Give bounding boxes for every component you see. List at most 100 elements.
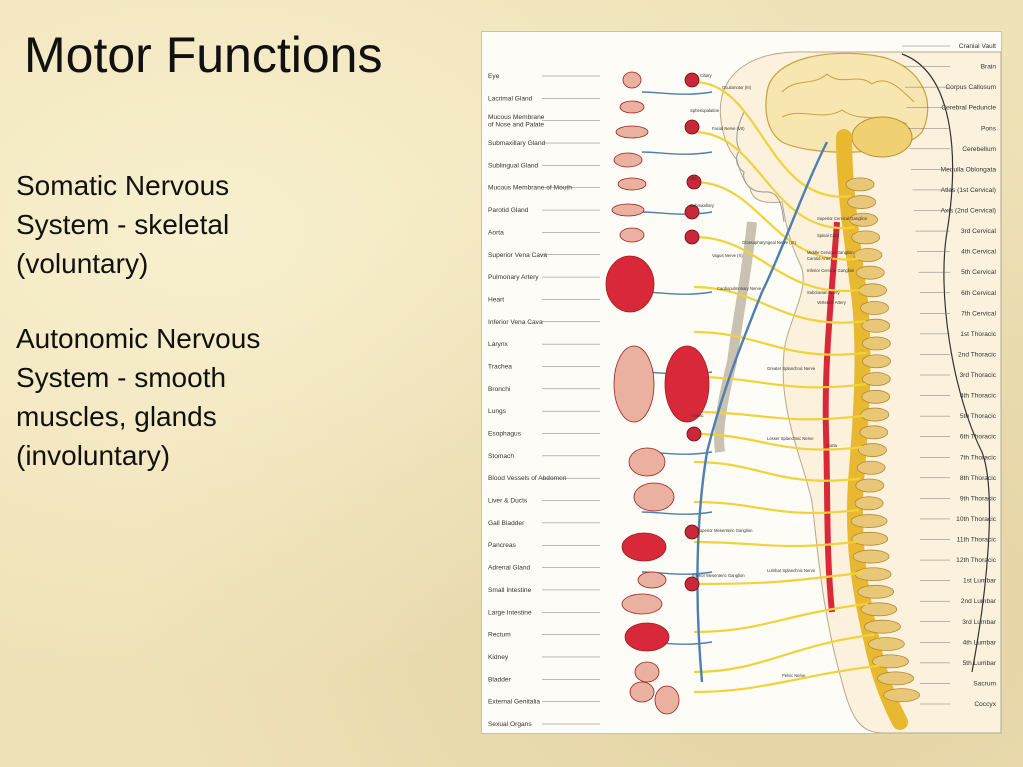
- right-label-2nd-lumbar: 2nd Lumbar: [961, 598, 997, 605]
- sympathetic-nerve: [693, 410, 865, 421]
- left-label-external-genitalia: External Genitalia: [488, 699, 540, 706]
- left-label-superior-vena-cava: Superior Vena Cava: [488, 252, 547, 259]
- aorta-vessel: [822, 221, 840, 613]
- vertebra: [860, 602, 898, 617]
- anatomy-drawing: [605, 51, 1001, 733]
- organ: [637, 571, 667, 589]
- organ: [622, 71, 642, 89]
- vertebra: [861, 336, 891, 351]
- sympathetic-nerve: [693, 633, 875, 674]
- ganglion: [684, 204, 700, 220]
- vertebra: [849, 212, 878, 227]
- inner-label-inferior-mesenteric-ganglion: Inferior Mesenteric Ganglion: [692, 573, 745, 578]
- inner-label-vagus-nerve-x: Vagus Nerve (X): [712, 253, 743, 258]
- ganglion: [684, 524, 700, 540]
- sympathetic-nerve: [693, 330, 867, 356]
- left-label-rectum: Rectum: [488, 632, 511, 639]
- right-label-4th-lumbar: 4th Lumbar: [963, 639, 997, 646]
- inner-label-spinal-cord: Spinal Cord: [817, 233, 840, 238]
- parasympathetic-branch: [641, 511, 713, 515]
- inner-label-superior-mesenteric-ganglion: Superior Mesenteric Ganglion: [697, 528, 753, 533]
- right-label-cerebral-peduncle: Cerebral Peduncle: [941, 105, 996, 112]
- left-label-aorta: Aorta: [488, 229, 504, 236]
- inner-label-submaxillary: Submaxillary: [690, 203, 715, 208]
- left-label-mucous-membrane-of-mouth: Mucous Membrane of Mouth: [488, 185, 572, 192]
- organ: [619, 100, 645, 114]
- right-label-12th-thoracic: 12th Thoracic: [956, 557, 997, 564]
- vertebra: [855, 265, 885, 280]
- somatic-nervous-system-text: Somatic Nervous System - skeletal (volun…: [16, 170, 230, 279]
- organ: [605, 255, 655, 313]
- vertebra: [847, 195, 877, 209]
- organ: [664, 345, 710, 423]
- left-label-eye: Eye: [488, 73, 500, 80]
- vertebra: [861, 389, 891, 404]
- left-label-heart: Heart: [488, 296, 504, 303]
- inner-label-aorta: Aorta: [827, 443, 838, 448]
- sympathetic-nerve: [693, 571, 863, 586]
- cerebellum: [851, 116, 913, 158]
- right-label-3rd-lumbar: 3rd Lumbar: [962, 619, 997, 626]
- right-label-5th-cervical: 5th Cervical: [961, 269, 996, 276]
- vertebra: [864, 619, 901, 634]
- vertebra: [853, 248, 883, 262]
- ganglion: [684, 119, 700, 135]
- inner-label-oculomotor-iii: Oculomotor (III): [722, 85, 752, 90]
- vertebra: [851, 531, 889, 546]
- inner-label-lesser-splanchnic-nerve: Lesser Splanchnic Nerve: [767, 436, 814, 441]
- sympathetic-nerve: [693, 664, 882, 694]
- right-label-6th-thoracic: 6th Thoracic: [960, 434, 997, 441]
- vertebra: [861, 372, 891, 386]
- sympathetic-nerve: [693, 602, 868, 634]
- right-label-3rd-thoracic: 3rd Thoracic: [959, 372, 996, 379]
- inner-label-lumbar-splanchnic-nerve: Lumbar Splanchnic Nerve: [767, 568, 816, 573]
- ganglion: [684, 72, 700, 88]
- left-label-pancreas: Pancreas: [488, 542, 517, 549]
- sympathetic-nerve: [693, 500, 860, 515]
- vertebra: [855, 478, 885, 493]
- inner-label-superior-cervical-ganglion: Superior Cervical Ganglion: [817, 216, 868, 221]
- slide-title: Motor Functions: [24, 27, 383, 83]
- vertebra: [845, 177, 875, 192]
- left-label-sublingual-gland: Sublingual Gland: [488, 162, 539, 169]
- vertebra: [862, 354, 891, 369]
- left-label-blood-vessels-of-abdomen: Blood Vessels of Abdomen: [488, 475, 567, 482]
- organ-group: [605, 71, 710, 715]
- back-line: [901, 53, 991, 673]
- sympathetic-nerve: [693, 130, 855, 230]
- organ: [621, 593, 663, 615]
- left-label-bladder: Bladder: [488, 676, 512, 683]
- right-label-axis-2nd-cervical: Axis (2nd Cervical): [941, 208, 996, 215]
- vertebra: [860, 407, 890, 422]
- sympathetic-nerve: [693, 460, 861, 482]
- right-label-5th-lumbar: 5th Lumbar: [963, 660, 997, 667]
- right-label-corpus-callosum: Corpus Callosum: [945, 84, 996, 91]
- left-label-gall-bladder: Gall Bladder: [488, 520, 525, 527]
- left-label-submaxillary-gland: Submaxillary Gland: [488, 140, 546, 147]
- inner-label-middle-cervical-ganglion: Middle Cervical Ganglion: [807, 250, 854, 255]
- inner-label-facial-nerve-vii: Facial Nerve (VII): [712, 126, 745, 131]
- right-label-8th-thoracic: 8th Thoracic: [960, 475, 997, 482]
- vertebra: [868, 637, 905, 651]
- vertebra: [858, 283, 887, 298]
- spinal-cord: [836, 129, 908, 730]
- left-label-stomach: Stomach: [488, 453, 514, 460]
- left-label-bronchi: Bronchi: [488, 386, 511, 393]
- inner-label-inferior-cervical-ganglion: Inferior Cervical Ganglion: [807, 268, 855, 273]
- right-label-cranial-vault: Cranial Vault: [959, 43, 996, 50]
- organ: [629, 681, 655, 703]
- right-label-10th-thoracic: 10th Thoracic: [956, 516, 997, 523]
- sympathetic-nerve: [693, 180, 859, 261]
- right-label-4th-thoracic: 4th Thoracic: [960, 393, 997, 400]
- left-label-sexual-organs: Sexual Organs: [488, 721, 532, 728]
- right-label-medulla-oblongata: Medulla Oblongata: [941, 166, 997, 173]
- left-label-inferior-vena-cava: Inferior Vena Cava: [488, 319, 543, 326]
- right-label-1st-lumbar: 1st Lumbar: [963, 578, 997, 585]
- organ: [654, 685, 680, 715]
- inner-label-glossopharyngeal-nerve-ix: Glossopharyngeal Nerve (IX): [742, 240, 797, 245]
- right-label-cerebellum: Cerebellum: [962, 146, 996, 153]
